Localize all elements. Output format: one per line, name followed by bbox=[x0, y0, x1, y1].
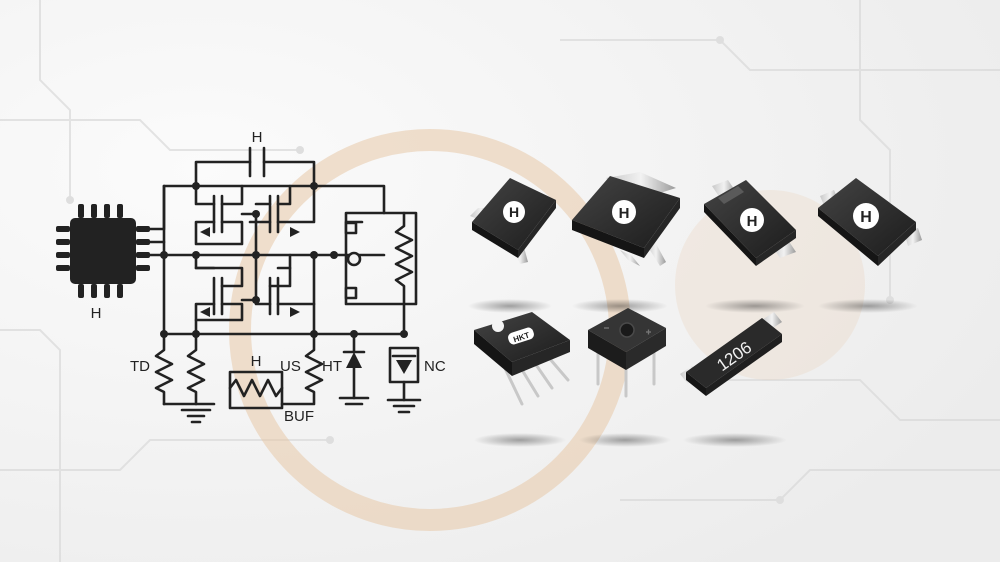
sot23-logo: H bbox=[503, 201, 525, 223]
sma-logo: H bbox=[740, 208, 764, 232]
component-shadows bbox=[468, 299, 918, 447]
ht-zener-label: HT bbox=[322, 358, 342, 375]
smb-package: H bbox=[818, 178, 922, 266]
smb-logo-text: H bbox=[860, 209, 872, 226]
background-pads bbox=[66, 36, 894, 504]
sma-package: H bbox=[704, 180, 796, 266]
nc-diode-label: NC bbox=[424, 358, 446, 375]
ic-label: H bbox=[91, 305, 102, 322]
schematic-labels: H H TD H US HT NC BUF bbox=[91, 129, 446, 425]
sma-logo-text: H bbox=[747, 213, 758, 230]
decorative-disc bbox=[675, 190, 865, 380]
bridge-rectifier-square bbox=[588, 308, 666, 398]
to252-package: H bbox=[572, 172, 680, 266]
smb-logo: H bbox=[853, 203, 879, 229]
relay-block bbox=[344, 211, 418, 306]
to252-logo: H bbox=[612, 200, 636, 224]
sot23-logo-text: H bbox=[509, 204, 519, 220]
td-resistor-label: TD bbox=[130, 358, 150, 375]
ic-chip bbox=[56, 204, 150, 298]
sot23-package: H bbox=[470, 178, 556, 264]
to252-logo-text: H bbox=[619, 205, 630, 222]
bridge-rectifier-inline: HKT bbox=[474, 312, 570, 406]
circuit-schematic bbox=[56, 146, 422, 424]
buf-label: BUF bbox=[284, 408, 314, 425]
h-resistor-label: H bbox=[251, 353, 262, 370]
capacitor-label: H bbox=[252, 129, 263, 146]
mosfet-bridge bbox=[194, 184, 316, 336]
us-resistor-label: US bbox=[280, 358, 301, 375]
